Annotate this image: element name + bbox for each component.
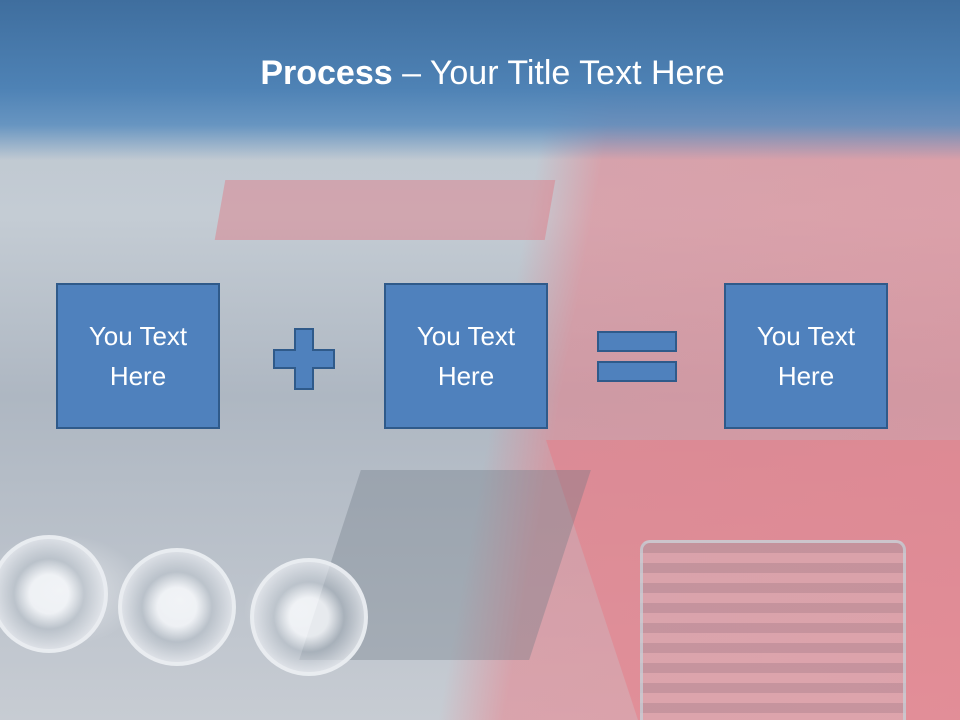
title-bold-text: Process [260,54,393,92]
equals-icon [597,331,677,382]
background-engine-cover [214,180,556,240]
background-grille [640,540,906,720]
process-box-text: You Text Here [756,321,856,391]
slide-title[interactable]: Process – Your Title Text Here [0,54,960,93]
process-box-text: You Text Here [416,321,516,391]
process-box-3[interactable]: You Text Here [724,283,888,429]
background-headlamp [250,558,368,676]
title-rest-text: – Your Title Text Here [392,54,725,92]
process-box-1[interactable]: You Text Here [56,283,220,429]
plus-icon [273,328,335,390]
background-headlamp [118,548,236,666]
process-box-2[interactable]: You Text Here [384,283,548,429]
title-band [0,0,960,160]
process-box-text: You Text Here [88,321,188,391]
background-headlamp [0,535,108,653]
